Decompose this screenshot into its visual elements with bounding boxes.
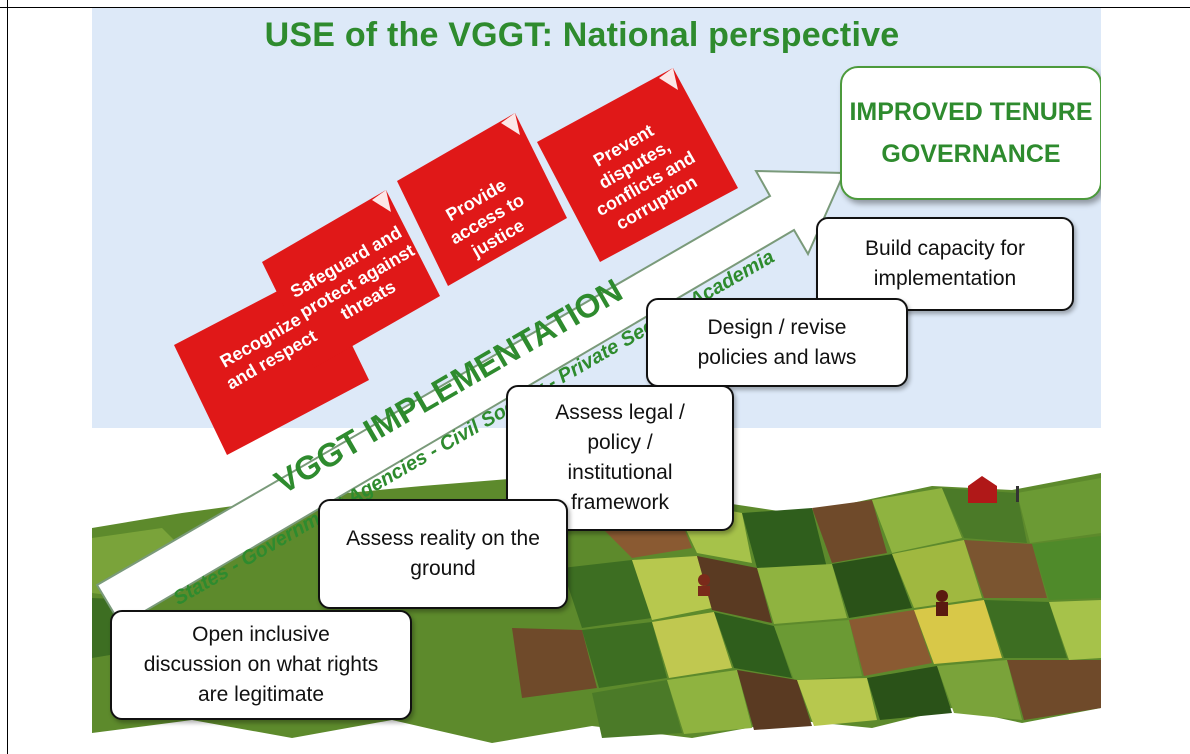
frame-left-line: [7, 0, 8, 754]
step-build-capacity-label: Build capacity for implementation: [865, 237, 1025, 290]
step-open-discussion: Open inclusive discussion on what rights…: [110, 610, 412, 720]
step-open-discussion-label: Open inclusive discussion on what rights…: [143, 623, 379, 706]
step-build-capacity: Build capacity for implementation: [816, 217, 1074, 311]
implementation-arrow: [95, 169, 846, 627]
step-assess-reality: Assess reality on the ground: [318, 499, 568, 609]
step-assess-reality-label: Assess reality on the ground: [346, 527, 540, 580]
goal-box: IMPROVED TENURE GOVERNANCE: [840, 66, 1101, 200]
slide: VGGT IMPLEMENTATION States - Government …: [92, 8, 1101, 754]
slide-title: USE of the VGGT: National perspective: [264, 16, 900, 54]
red-cards: [174, 68, 738, 455]
step-assess-legal-label: Assess legal / policy / institutional fr…: [555, 401, 685, 514]
card-prevent: [537, 68, 738, 262]
card-safeguard: [262, 190, 440, 368]
card-justice: [397, 113, 567, 286]
goal-label: IMPROVED TENURE GOVERNANCE: [849, 98, 1093, 168]
frame-top-line: [0, 7, 1190, 8]
step-design-policies: Design / revise policies and laws: [646, 298, 908, 387]
step-design-policies-label: Design / revise policies and laws: [697, 315, 857, 369]
